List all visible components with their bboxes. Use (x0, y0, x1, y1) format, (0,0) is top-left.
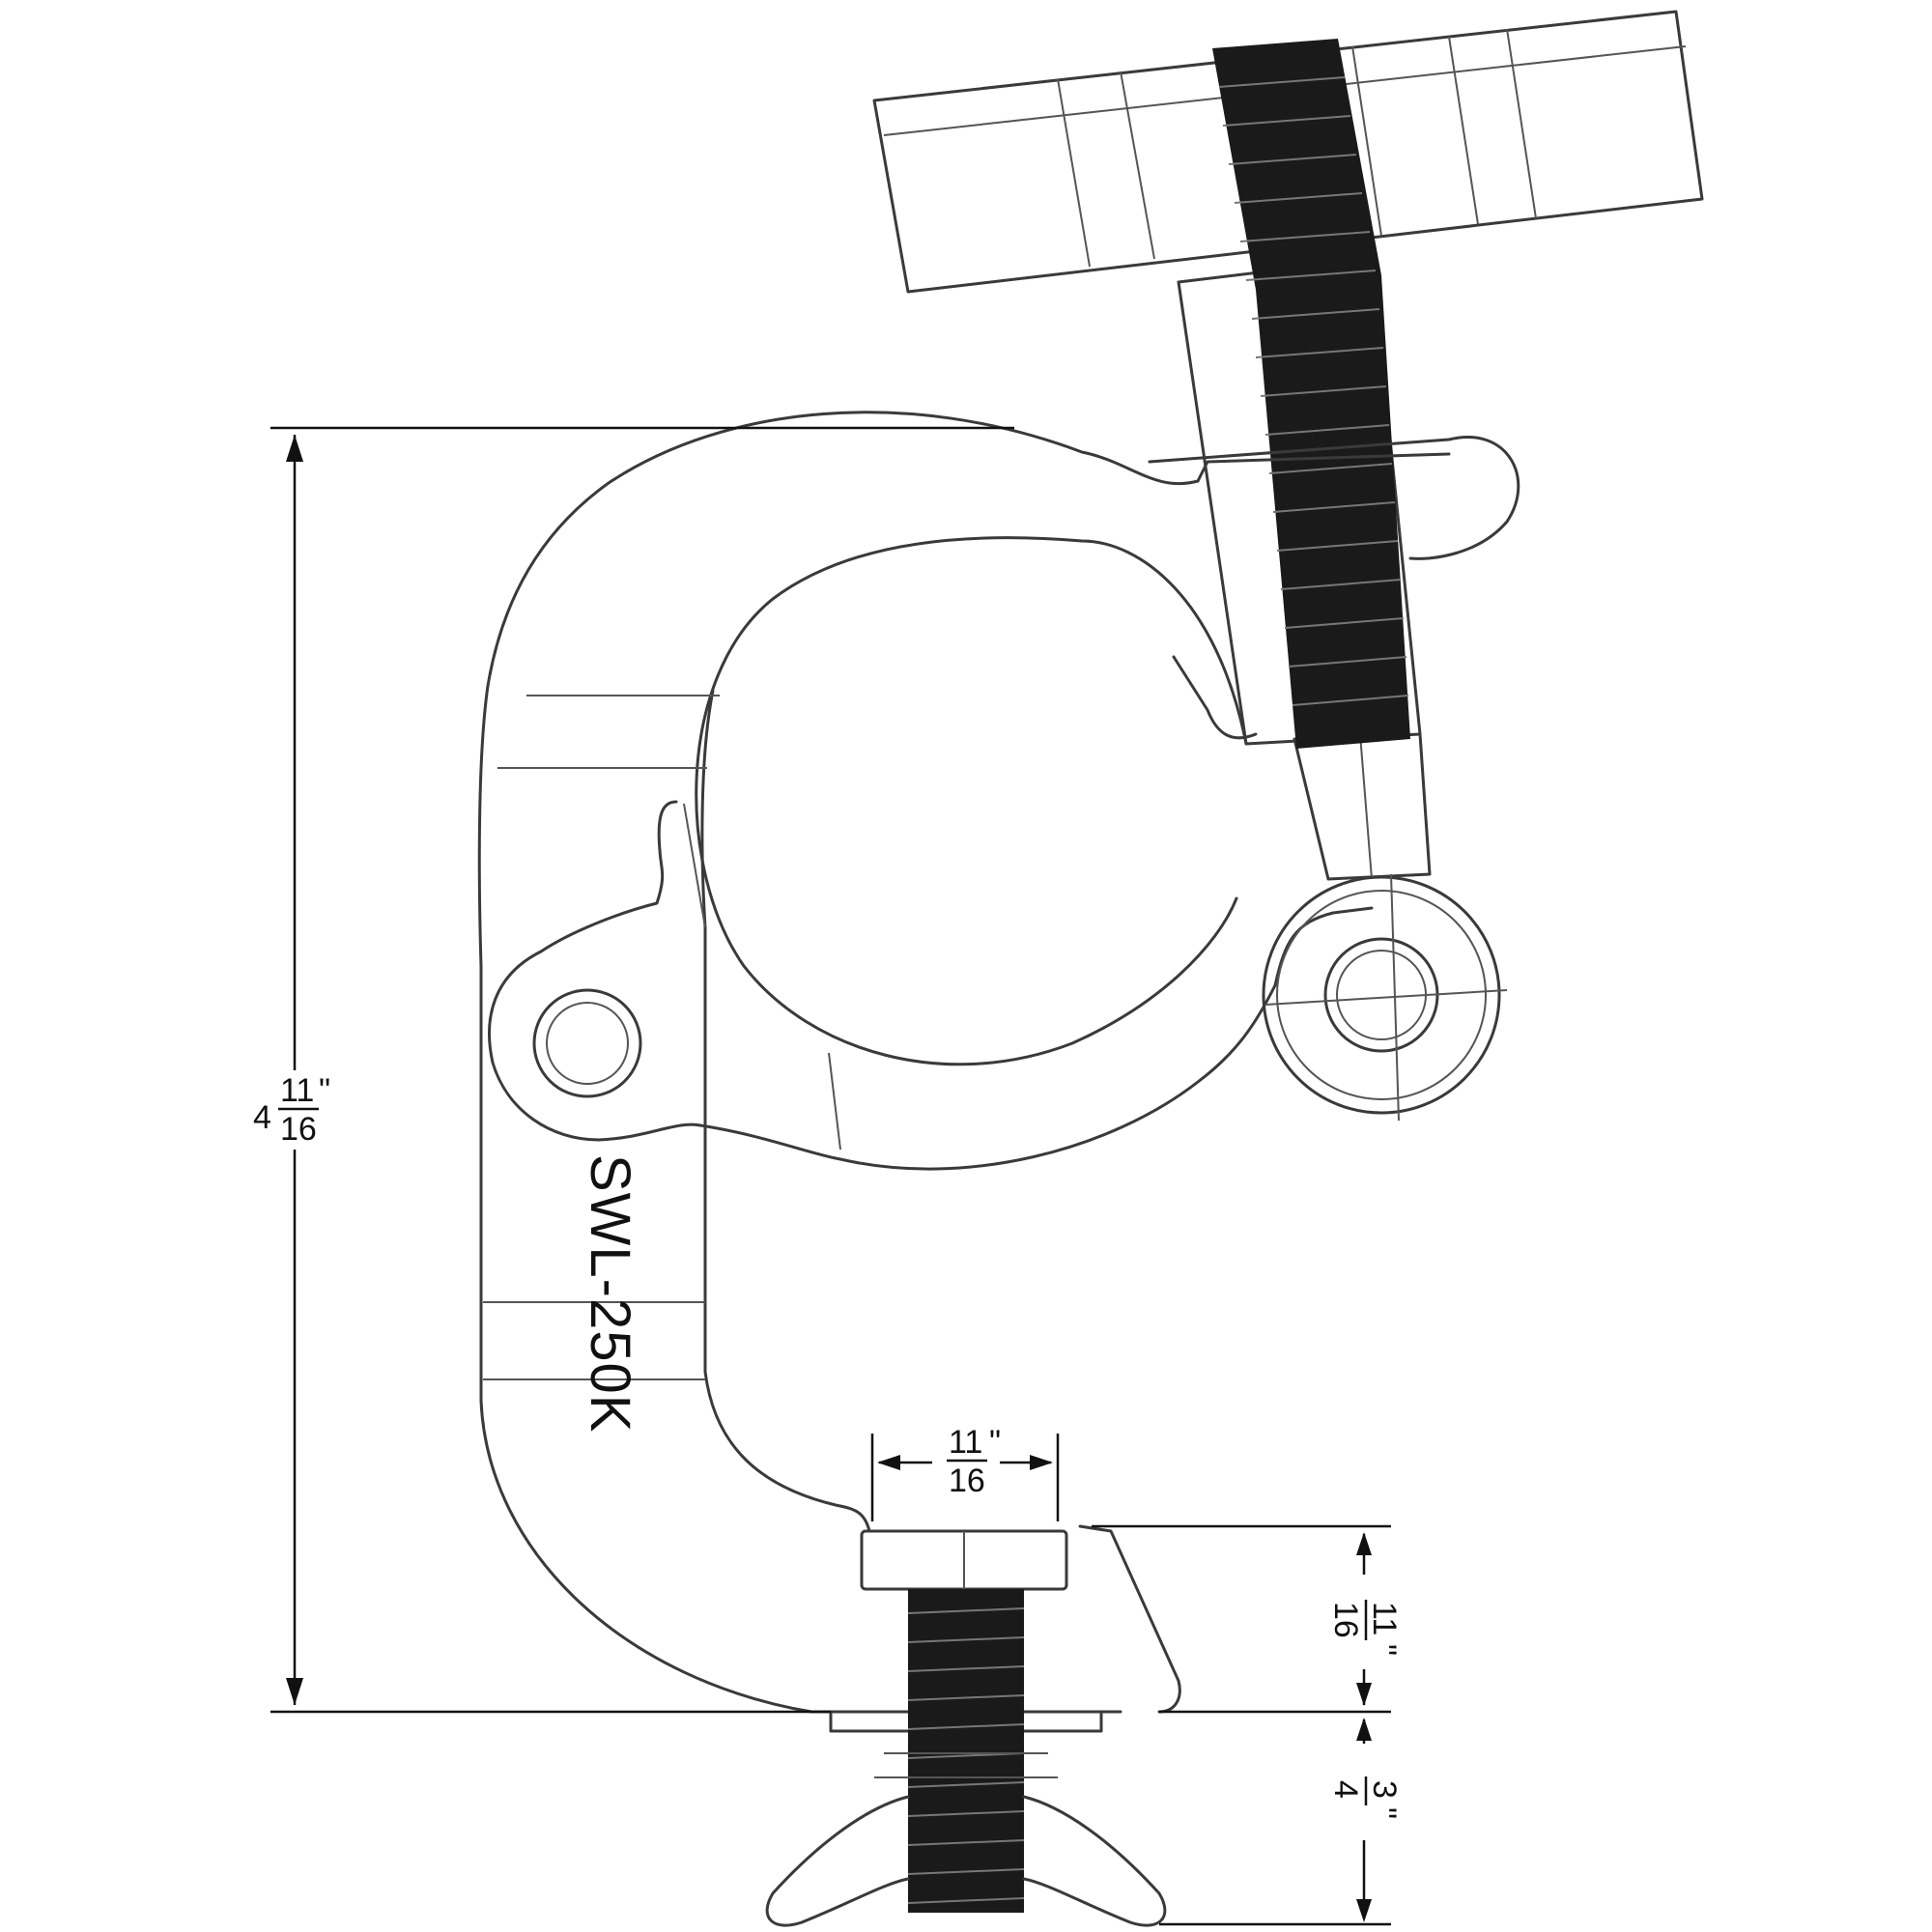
overall-height-whole: 4 (253, 1099, 271, 1136)
bolt-head-height-numerator: 11 (1366, 1602, 1403, 1635)
bottom-screw-thread (907, 1589, 1025, 1913)
lower-hinge-arm (488, 800, 1374, 1171)
wing-nut (765, 1752, 1167, 1927)
dimension-bolt-head-height: 11 16 " (1092, 1524, 1403, 1714)
wingnut-drop-numerator: 3 (1366, 1780, 1403, 1799)
bolt-head-width-unit: " (989, 1424, 1001, 1461)
dimension-bolt-head-width: 11 16 " (870, 1424, 1060, 1521)
dimension-wingnut-drop: 3 4 " (1159, 1718, 1403, 1926)
wingnut-drop-unit: " (1366, 1807, 1403, 1819)
top-screw-thread (1212, 39, 1410, 749)
pivot-bolt-right (1262, 873, 1508, 1122)
hex-bolt-head (860, 1529, 1068, 1591)
bolt-head-height-denominator: 16 (1327, 1602, 1364, 1638)
model-marking-label: SWL-250K (579, 1154, 641, 1433)
dimension-overall-height: 4 11 16 " (246, 426, 1014, 1714)
bolt-head-width-numerator: 11 (949, 1424, 982, 1461)
upper-clamp-jaw (486, 411, 1520, 740)
overall-height-numerator: 11 (280, 1072, 314, 1109)
bolt-head-width-denominator: 16 (949, 1463, 985, 1499)
pipe-bore (695, 536, 1248, 1066)
overall-height-denominator: 16 (280, 1111, 317, 1148)
overall-height-unit: " (319, 1072, 330, 1109)
wingnut-drop-denominator: 4 (1327, 1780, 1364, 1799)
bolt-head-height-unit: " (1366, 1644, 1403, 1656)
bolt-guard-tab (1078, 1524, 1181, 1714)
pivot-bolt-left (532, 988, 642, 1098)
c-frame-body (477, 684, 1122, 1714)
